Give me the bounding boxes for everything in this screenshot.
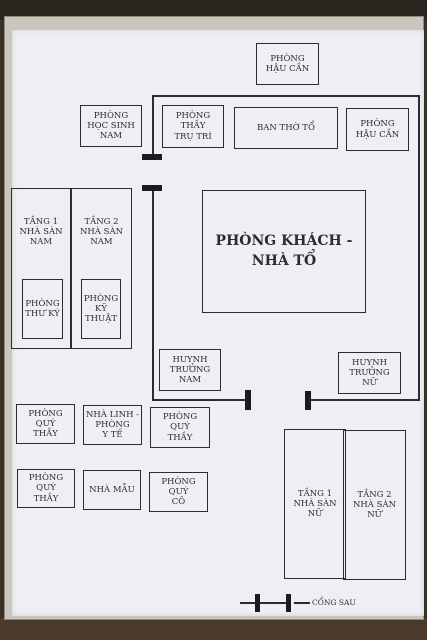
room-phong-hau-can-top: PHÒNG HẬU CẦN	[256, 43, 319, 85]
room-phong-quy-thay-1: PHÒNG QUÝ THẦY	[16, 404, 75, 444]
gate-line-left	[240, 602, 290, 604]
label-cong-sau: CỔNG SAU	[312, 598, 356, 607]
room-tang1-nha-san-nu: TẦNG 1 NHÀ SÀN NỮ	[284, 429, 346, 579]
room-tang2-nha-san-nam: TẦNG 2 NHÀ SÀN NAM	[71, 188, 132, 349]
door-lower-left	[245, 390, 251, 410]
right-lower-line	[310, 399, 419, 401]
gate-post-right	[286, 594, 291, 612]
left-corridor-line-upper	[152, 95, 154, 158]
room-label-tang2-nha-san-nam: TẦNG 2 NHÀ SÀN NAM	[79, 217, 124, 248]
right-corridor-line	[418, 95, 420, 401]
room-phong-quy-co: PHÒNG QUÝ CÔ	[149, 472, 208, 512]
gate-post-left	[255, 594, 260, 612]
background-top	[0, 0, 427, 20]
floor-plan-sheet: PHÒNG HẬU CẦN PHÒNG HỌC SINH NAM PHÒNG T…	[11, 30, 424, 616]
room-phong-thay-tru-tri: PHÒNG THẦY TRỤ TRÌ	[162, 105, 224, 148]
room-huynh-truong-nu: HUYNH TRƯỞNG NỮ	[338, 352, 401, 394]
room-nha-linh-phong-y-te: NHÀ LINH - PHÒNG Y TẾ	[83, 405, 142, 445]
left-corridor-line-lower	[152, 188, 154, 400]
door-left-mid	[142, 185, 162, 191]
room-phong-hau-can-right: PHÒNG HẬU CẦN	[346, 108, 409, 151]
room-phong-hoc-sinh-nam: PHÒNG HỌC SINH NAM	[80, 105, 142, 147]
room-phong-ky-thuat: PHÒNG KỸ THUẬT	[81, 279, 121, 339]
room-tang1-nha-san-nam: TẦNG 1 NHÀ SÀN NAM	[11, 188, 71, 349]
gate-line-right	[294, 602, 310, 604]
room-huynh-truong-nam: HUYNH TRƯỞNG NAM	[159, 349, 221, 391]
room-phong-quy-thay-3: PHÒNG QUÝ THẦY	[17, 469, 75, 508]
room-nha-mau: NHÀ MẪU	[83, 470, 141, 510]
room-label-tang1-nha-san-nam: TẦNG 1 NHÀ SÀN NAM	[19, 217, 63, 248]
left-lower-line	[152, 399, 248, 401]
room-phong-quy-thay-2: PHÒNG QUÝ THẦY	[150, 407, 210, 448]
room-phong-thu-ky: PHÒNG THƯ KÝ	[22, 279, 63, 339]
background-floor	[0, 618, 427, 640]
room-phong-khach-nha-to: PHÒNG KHÁCH - NHÀ TỔ	[202, 190, 366, 313]
room-ban-tho-to: BAN THỜ TỔ	[234, 107, 338, 149]
top-corridor-line	[152, 95, 419, 97]
door-top-left	[142, 154, 162, 160]
room-tang2-nha-san-nu: TẦNG 2 NHÀ SÀN NỮ	[343, 430, 406, 580]
door-lower-right	[305, 391, 311, 410]
